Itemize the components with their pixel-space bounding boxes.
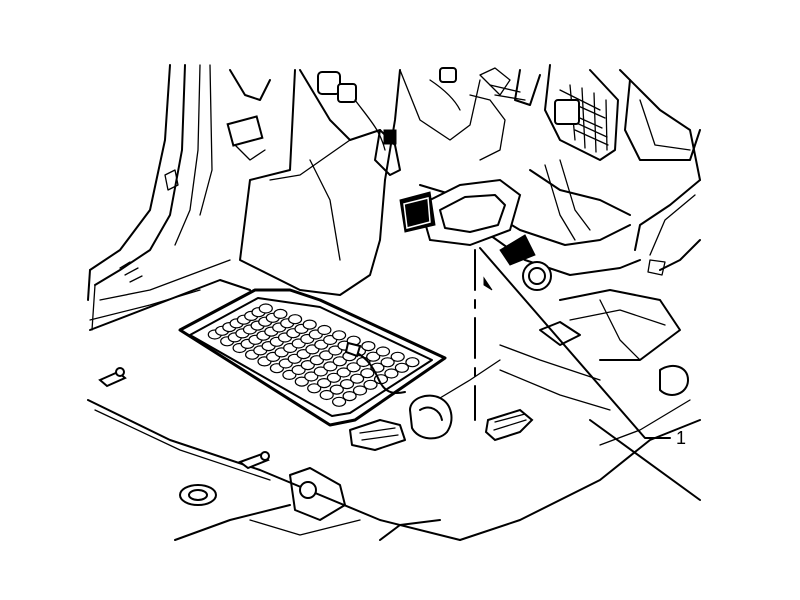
assembly-dashed-line xyxy=(474,249,493,421)
mat-wire xyxy=(344,341,406,395)
mat-dot xyxy=(317,378,332,389)
mat-dot xyxy=(363,379,378,390)
lower-center-bracket xyxy=(249,359,534,541)
round-grommet xyxy=(522,261,552,291)
mat-dot xyxy=(288,314,303,325)
mat-dot xyxy=(394,362,409,373)
mat-dot xyxy=(361,341,376,352)
callout-label-1: 1 xyxy=(676,428,686,448)
mat-dot xyxy=(317,324,332,336)
mat-dot xyxy=(304,371,319,382)
wiring-harness-top xyxy=(229,67,506,176)
mat-dot xyxy=(336,367,351,378)
mat-dot xyxy=(360,368,375,379)
floor-pan xyxy=(87,279,701,541)
mat-dot xyxy=(319,389,334,401)
mat-dot xyxy=(380,357,395,368)
callout-leader-1 xyxy=(479,247,671,439)
mat-dot xyxy=(339,379,355,390)
mat-dot xyxy=(313,366,328,377)
mat-dot xyxy=(332,356,347,367)
mat-dot xyxy=(352,385,368,396)
right-door-frame xyxy=(619,69,701,276)
mat-dot xyxy=(366,351,381,362)
mat-dot xyxy=(390,351,405,362)
mat-dot xyxy=(326,372,341,383)
mat-dot xyxy=(323,361,338,372)
mat-dot xyxy=(302,319,317,330)
access-cover-plate xyxy=(418,178,522,247)
mat-dot xyxy=(346,362,361,373)
rocker-edge xyxy=(589,419,701,501)
mat-dot xyxy=(307,383,322,394)
mat-dot xyxy=(332,396,347,407)
mat-dot xyxy=(384,368,399,379)
mat-dot xyxy=(258,303,273,314)
upper-left-bracket xyxy=(164,115,266,191)
floor-mat xyxy=(178,288,447,427)
left-pillar xyxy=(87,64,231,331)
mat-dot xyxy=(350,373,365,384)
center-tunnel xyxy=(239,69,481,296)
mat-dot xyxy=(342,391,357,402)
right-upper-bracket xyxy=(479,64,619,161)
mat-dot xyxy=(332,330,347,341)
floor-clips xyxy=(98,367,291,541)
mat-dot xyxy=(405,357,420,368)
mat-dot-pattern xyxy=(207,303,420,407)
mat-dot xyxy=(329,384,344,395)
mat-dot xyxy=(294,376,309,387)
mat-dot xyxy=(375,346,391,357)
mat-dot xyxy=(273,308,288,319)
foam-blocks xyxy=(399,191,536,266)
